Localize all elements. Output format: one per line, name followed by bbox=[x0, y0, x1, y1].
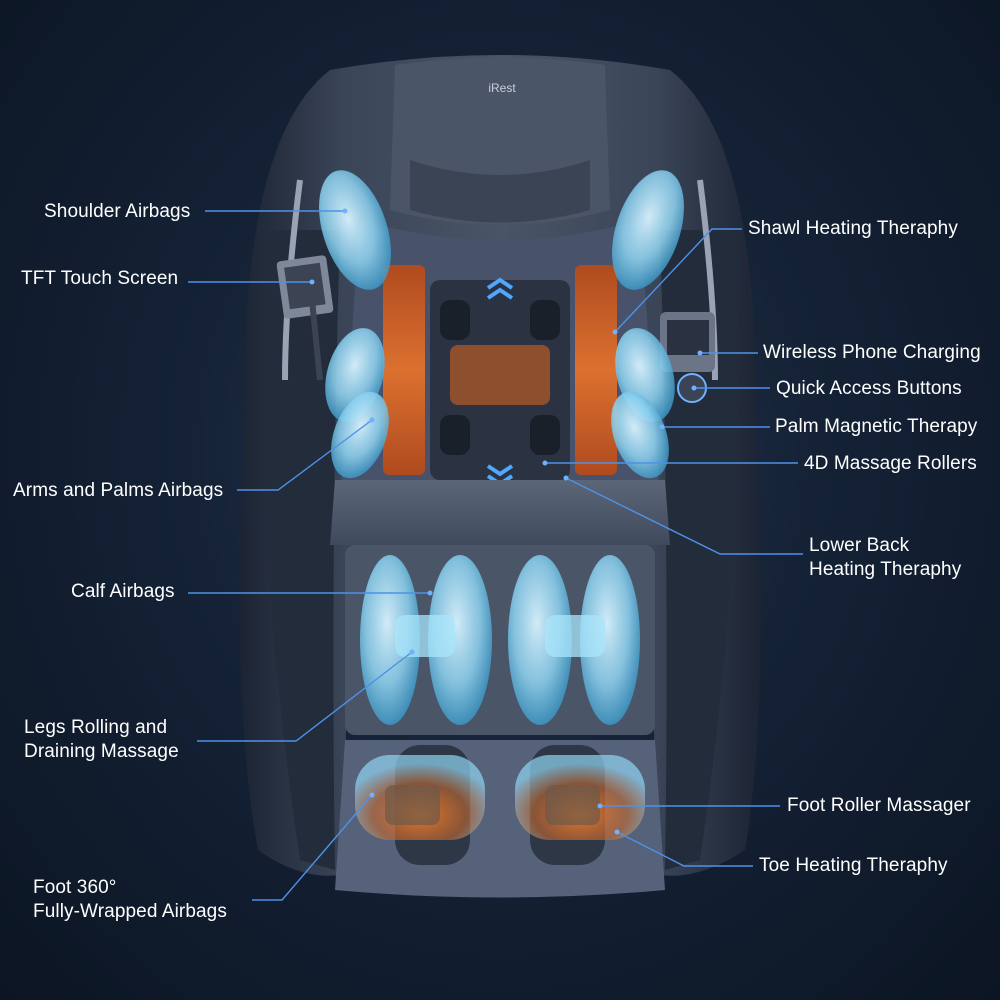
label-lower-back-line2: Heating Theraphy bbox=[809, 559, 962, 580]
label-quick-access: Quick Access Buttons bbox=[776, 378, 962, 399]
label-wireless-charging: Wireless Phone Charging bbox=[763, 342, 981, 363]
label-legs-rolling-line1: Legs Rolling and bbox=[24, 717, 168, 738]
label-calf-airbags: Calf Airbags bbox=[71, 581, 175, 602]
callout-arms-palms-airbags bbox=[237, 419, 373, 491]
label-palm-magnetic: Palm Magnetic Therapy bbox=[775, 416, 978, 437]
label-shoulder-airbags: Shoulder Airbags bbox=[44, 201, 191, 222]
brand-logo: iRest bbox=[488, 81, 516, 95]
callout-lower-back bbox=[565, 477, 803, 555]
callout-foot-360 bbox=[252, 794, 373, 901]
label-lower-back-line1: Lower Back bbox=[809, 535, 910, 556]
label-tft-touch-screen: TFT Touch Screen bbox=[21, 268, 179, 289]
label-foot-360-line1: Foot 360° bbox=[33, 877, 117, 898]
label-foot-roller: Foot Roller Massager bbox=[787, 795, 971, 816]
label-legs-rolling-line2: Draining Massage bbox=[24, 741, 179, 762]
callout-legs-rolling bbox=[197, 651, 413, 742]
label-lower-back: Lower Back Heating Theraphy bbox=[809, 534, 961, 582]
callout-shawl-heating bbox=[614, 228, 742, 333]
callout-toe-heating bbox=[616, 831, 753, 867]
label-4d-rollers: 4D Massage Rollers bbox=[804, 453, 977, 474]
label-foot-360: Foot 360° Fully-Wrapped Airbags bbox=[33, 876, 227, 924]
label-arms-palms-airbags: Arms and Palms Airbags bbox=[13, 480, 224, 501]
label-foot-360-line2: Fully-Wrapped Airbags bbox=[33, 901, 227, 922]
label-shawl-heating: Shawl Heating Theraphy bbox=[748, 218, 958, 239]
label-legs-rolling: Legs Rolling and Draining Massage bbox=[24, 716, 179, 764]
label-toe-heating: Toe Heating Theraphy bbox=[759, 855, 948, 876]
